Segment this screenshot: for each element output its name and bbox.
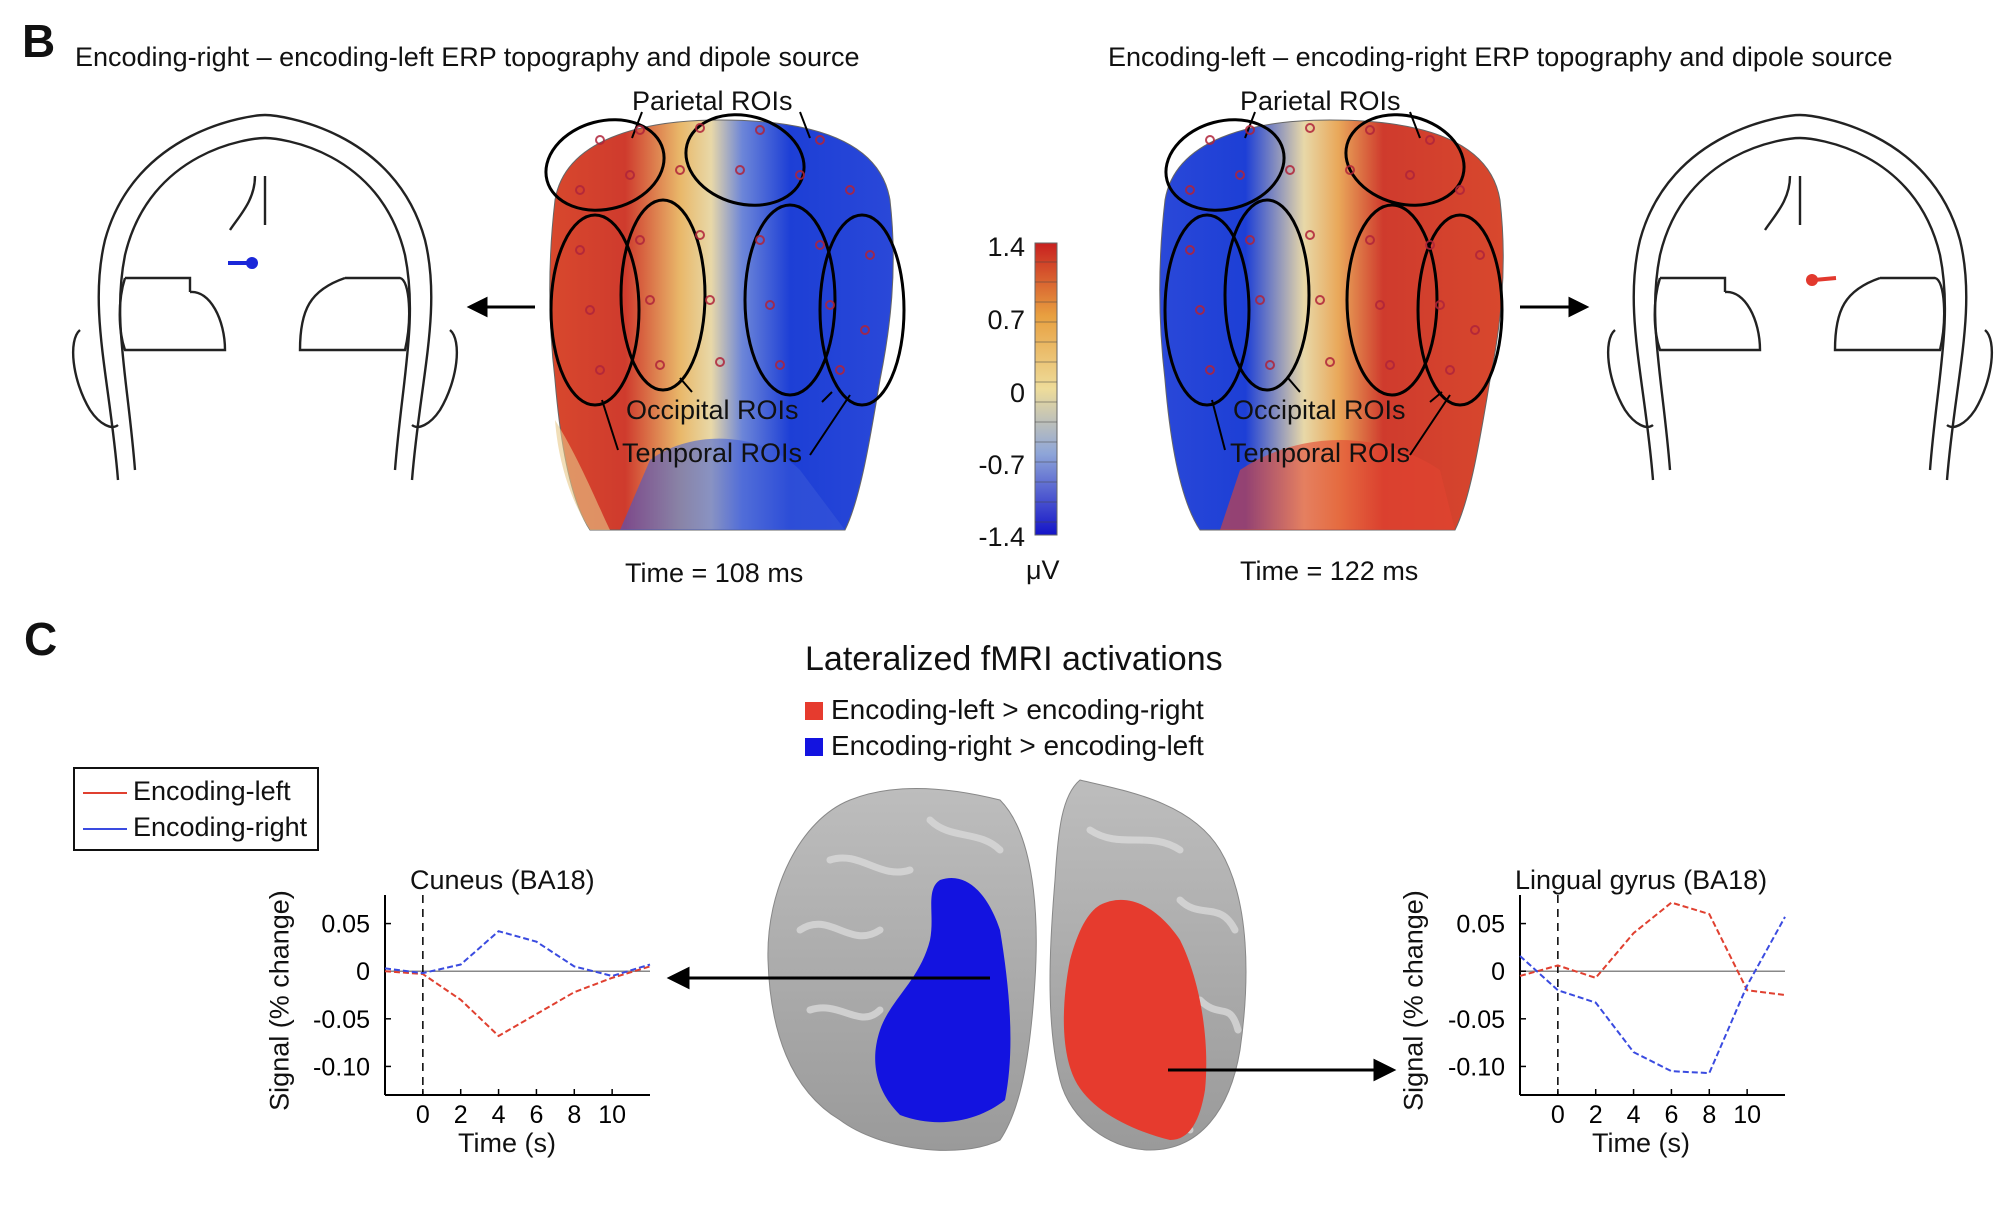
fmri-legend-label: Encoding-right > encoding-left (831, 730, 1204, 761)
colorbar-tick-1: 1.4 (987, 232, 1025, 262)
fmri-legend-label: Encoding-left > encoding-right (831, 694, 1204, 725)
fmri-legend-item-left: Encoding-left > encoding-right (805, 694, 1204, 726)
legend-label: Encoding-right (133, 812, 308, 842)
red-line-icon (83, 791, 127, 794)
right-roi-ellipses (1163, 113, 1504, 407)
right-topography-title: Encoding-left – encoding-right ERP topog… (1108, 42, 1893, 72)
lingual-chart-title: Lingual gyrus (BA18) (1515, 865, 1768, 895)
right-head-arrow (1520, 296, 1590, 318)
colorbar (1034, 242, 1058, 536)
x-tick-label: 6 (529, 1101, 543, 1129)
brain-right-arrow (1168, 1058, 1397, 1082)
fmri-title: Lateralized fMRI activations (805, 640, 1223, 678)
right-occipital-roi-label: Occipital ROIs (1233, 395, 1406, 425)
x-tick-label: 10 (598, 1101, 626, 1129)
series-line-encoding-right (384, 930, 651, 977)
left-parietal-roi-label: Parietal ROIs (632, 86, 793, 116)
right-dipole-icon (1806, 274, 1837, 286)
left-time-label: Time = 108 ms (625, 558, 804, 588)
y-tick-label: 0 (356, 958, 370, 986)
x-tick-label: 0 (1551, 1101, 1565, 1129)
series-line-encoding-left (384, 965, 651, 1038)
x-tick-label: 8 (567, 1101, 581, 1129)
left-temporal-roi-label: Temporal ROIs (622, 438, 803, 468)
legend-row-encoding-right: Encoding-right (83, 809, 307, 845)
y-tick-label: -0.05 (313, 1006, 370, 1034)
colorbar-tick-2: 0.7 (987, 305, 1025, 335)
colorbar-tick-4: -0.7 (978, 450, 1025, 480)
x-tick-label: 6 (1664, 1101, 1678, 1129)
cuneus-xlabel: Time (s) (458, 1128, 556, 1158)
x-tick-label: 0 (416, 1101, 430, 1129)
y-tick-label: 0 (1491, 958, 1505, 986)
y-tick-label: -0.05 (1448, 1006, 1505, 1034)
left-roi-leaders (601, 111, 851, 456)
left-head-outline (71, 113, 459, 481)
y-tick-label: 0.05 (1456, 911, 1505, 939)
right-electrode-dots (1185, 123, 1485, 375)
legend-label: Encoding-left (133, 776, 291, 806)
right-parietal-roi-label: Parietal ROIs (1240, 86, 1401, 116)
x-tick-label: 4 (1627, 1101, 1641, 1129)
colorbar-unit: μV (1026, 555, 1060, 585)
cuneus-ylabel: Signal (% change) (264, 890, 295, 1111)
left-occipital-roi-label: Occipital ROIs (626, 395, 799, 425)
left-electrode-dots (575, 123, 875, 375)
y-tick-label: -0.10 (1448, 1053, 1505, 1081)
series-line-encoding-left (1519, 901, 1786, 996)
brain-rendering (767, 779, 1247, 1151)
fmri-legend-item-right: Encoding-right > encoding-left (805, 730, 1204, 762)
y-tick-label: 0.05 (321, 911, 370, 939)
left-dipole-icon (228, 257, 258, 269)
red-swatch-icon (805, 702, 823, 720)
x-tick-label: 2 (1589, 1101, 1603, 1129)
lingual-ylabel: Signal (% change) (1398, 890, 1429, 1111)
timecourse-legend: Encoding-left Encoding-right (73, 767, 320, 851)
y-tick-label: -0.10 (313, 1053, 370, 1081)
brain-left-arrow (666, 966, 990, 990)
colorbar-tick-5: -1.4 (978, 522, 1025, 552)
x-tick-label: 10 (1733, 1101, 1761, 1129)
panel-c-letter: C (24, 613, 58, 665)
right-temporal-roi-label: Temporal ROIs (1230, 438, 1411, 468)
lingual-xlabel: Time (s) (1592, 1128, 1690, 1158)
x-tick-label: 8 (1702, 1101, 1716, 1129)
panel-b-letter: B (22, 15, 56, 67)
left-roi-ellipses (544, 113, 906, 407)
right-time-label: Time = 122 ms (1240, 556, 1419, 586)
cuneus-chart-title: Cuneus (BA18) (410, 865, 595, 895)
colorbar-tick-3: 0 (1009, 378, 1025, 408)
x-tick-label: 2 (454, 1101, 468, 1129)
blue-swatch-icon (805, 738, 823, 756)
x-tick-label: 4 (492, 1101, 506, 1129)
series-line-encoding-right (1519, 916, 1786, 1075)
right-head-outline (1606, 113, 1994, 481)
legend-row-encoding-left: Encoding-left (83, 773, 307, 809)
blue-line-icon (83, 827, 127, 830)
left-head-arrow (466, 296, 535, 318)
left-topography-title: Encoding-right – encoding-left ERP topog… (75, 42, 860, 72)
